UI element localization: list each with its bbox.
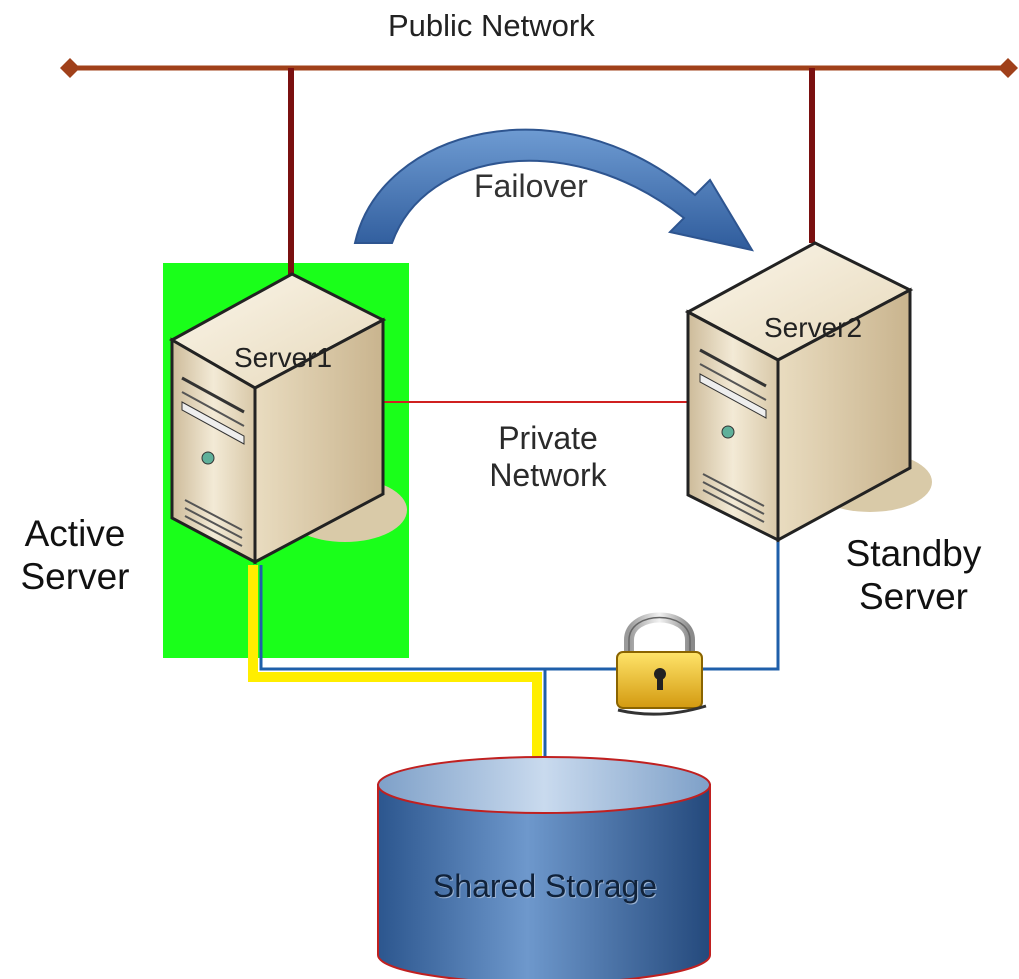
private-network-label-line1: Private [498,420,598,456]
active-server-label: Active Server [10,513,140,598]
failover-label: Failover [474,168,588,204]
padlock-icon [616,612,707,716]
server-icon [684,241,932,543]
standby-server-label: Standby Server [826,533,1001,618]
standby-storage-path [545,540,780,671]
shared-storage-label: Shared Storage [432,868,658,904]
server2-label: Server2 [764,312,863,343]
standby-server-label-line1: Standby [845,533,982,574]
database-cylinder-icon [377,756,711,979]
private-network-label: Private Network [468,420,628,494]
active-storage-path-highlight [248,565,542,763]
standby-server-label-line2: Server [859,575,968,617]
server-icon [168,272,407,565]
curved-arrow-icon [353,128,755,252]
diamond-endpoint-icon [60,58,80,78]
diamond-endpoint-icon [998,58,1018,78]
active-server-label-line2: Server [20,555,130,597]
server1-label: Server1 [234,342,333,373]
active-storage-path [259,565,547,763]
private-network-label-line2: Network [489,456,607,493]
active-server-label-line1: Active [24,513,126,554]
public-network-label: Public Network [388,8,595,43]
